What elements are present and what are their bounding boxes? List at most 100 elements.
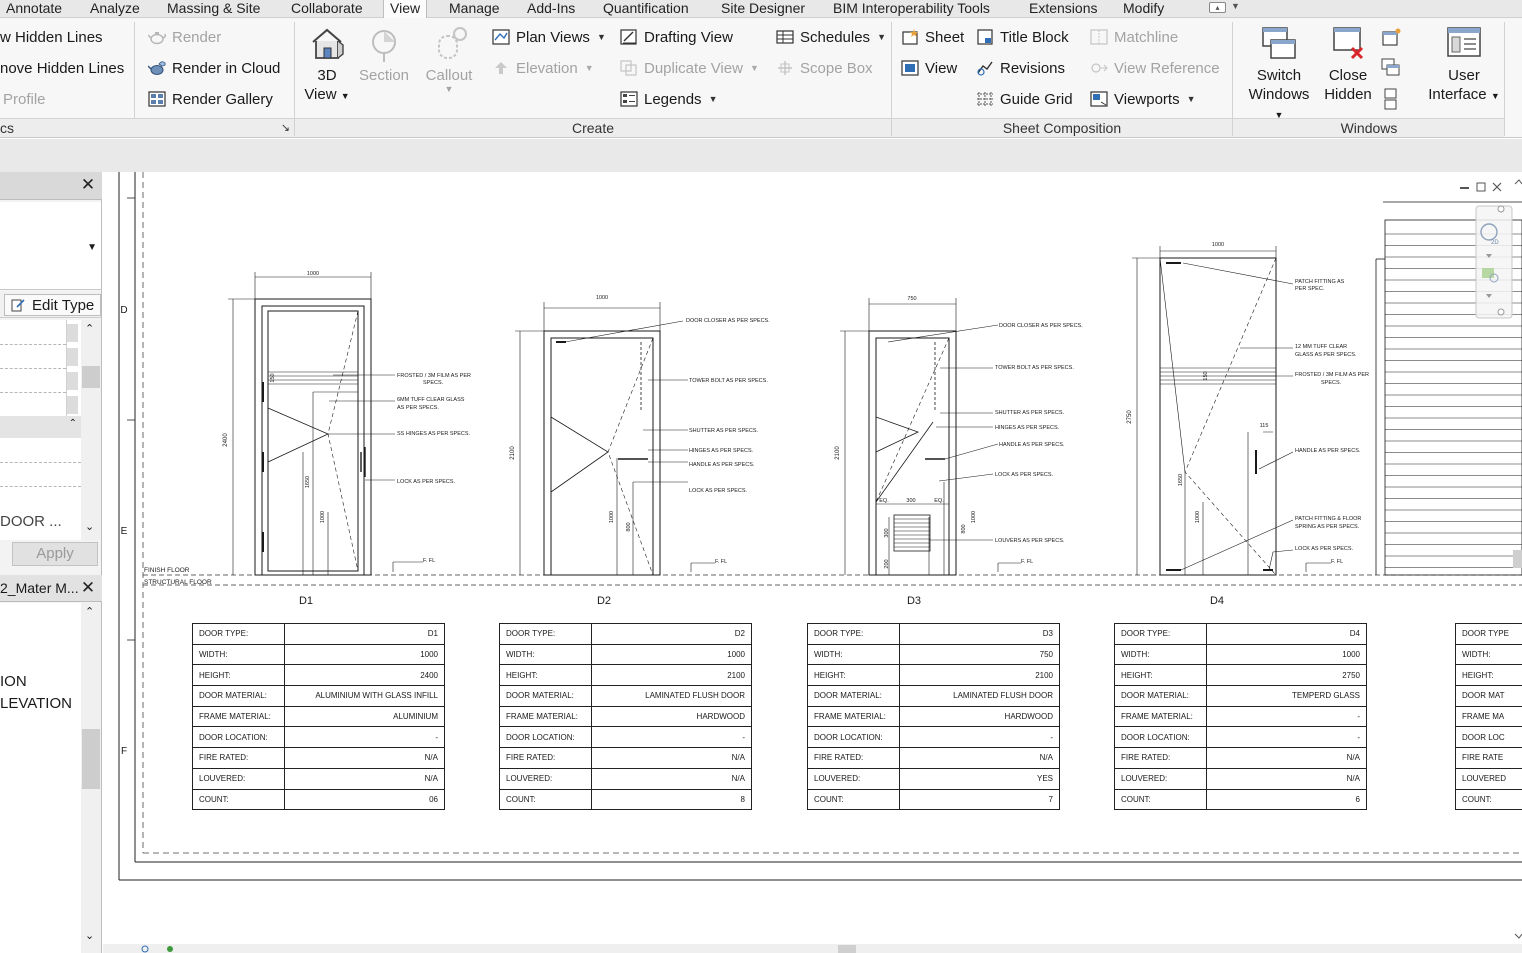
- edit-type-button[interactable]: Edit Type: [4, 294, 101, 316]
- type-selector[interactable]: ▼: [0, 202, 101, 290]
- cascade-windows-button[interactable]: [1381, 58, 1401, 78]
- tab-bim-interoperability[interactable]: BIM Interoperability Tools: [833, 0, 990, 16]
- tab-annotate[interactable]: Annotate: [6, 0, 63, 16]
- spec-row: DOOR MATERIAL:ALUMINIUM WITH GLASS INFIL…: [192, 685, 445, 707]
- scroll-thumb[interactable]: [82, 729, 100, 789]
- collapse-icon: ⌃: [68, 418, 77, 429]
- panel-separator: [891, 22, 892, 136]
- spec-row: FIRE RATE: [1455, 747, 1522, 769]
- render-panel-launcher[interactable]: ↘: [134, 118, 294, 137]
- ribbon-minimize-toggle[interactable]: ▴ ▼: [1209, 1, 1241, 15]
- chevron-down-icon: ▼: [1490, 91, 1500, 101]
- spec-value: N/A: [284, 747, 445, 769]
- tab-massing-site[interactable]: Massing & Site: [167, 0, 261, 16]
- graphics-panel-label: cs: [0, 118, 134, 137]
- tile-windows-button[interactable]: [1381, 88, 1401, 110]
- scroll-down-icon: ⌄: [85, 930, 95, 942]
- profile-button[interactable]: Profile: [3, 88, 46, 110]
- browser-scrollbar[interactable]: ⌃ ⌄: [81, 603, 101, 953]
- render-in-cloud-button[interactable]: Render in Cloud: [147, 57, 280, 79]
- guide-grid-button[interactable]: Guide Grid: [976, 88, 1073, 110]
- spec-row: WIDTH:: [1455, 643, 1522, 666]
- tab-analyze[interactable]: Analyze: [90, 0, 140, 16]
- d4-dim-d: 115: [1260, 423, 1269, 429]
- tab-view[interactable]: View: [383, 0, 428, 19]
- view-reference-label: View Reference: [1114, 59, 1220, 77]
- sheet-label: Sheet: [925, 28, 965, 46]
- d4-note-frosted-2: SPECS.: [1321, 380, 1342, 386]
- close-hidden-button[interactable]: Close Hidden: [1318, 24, 1378, 104]
- drawing-canvas[interactable]: D E F FINISH FLOOR STRUCTURAL FLOOR: [103, 172, 1522, 953]
- render-button[interactable]: Render: [147, 26, 221, 48]
- tab-manage[interactable]: Manage: [449, 0, 500, 16]
- spec-key: FIRE RATED:: [499, 747, 592, 769]
- edit-type-row: Edit Type: [0, 292, 101, 318]
- section-button[interactable]: Section: [356, 24, 412, 85]
- 3d-view-button[interactable]: 3D View ▼: [304, 24, 350, 106]
- schedules-label: Schedules: [800, 28, 871, 46]
- project-browser-tree: ION LEVATION: [0, 603, 81, 953]
- callout-button[interactable]: Callout ▼: [418, 24, 480, 94]
- spec-key: LOUVERED:: [192, 767, 285, 790]
- spec-key: FRAME MATERIAL:: [192, 705, 285, 728]
- project-browser-titlebar: 2_Mater M... ✕: [0, 575, 102, 602]
- sheet-button[interactable]: Sheet: [901, 26, 964, 48]
- browser-item-elevation[interactable]: ION: [0, 673, 27, 690]
- view-window-controls: [1460, 182, 1502, 192]
- drafting-view-button[interactable]: Drafting View: [620, 26, 733, 48]
- apply-label: Apply: [36, 545, 74, 562]
- tab-collaborate[interactable]: Collaborate: [291, 0, 363, 16]
- title-block-button[interactable]: Title Block: [976, 26, 1069, 48]
- spec-row: DOOR MAT: [1455, 685, 1522, 707]
- grid-label-e: E: [121, 526, 128, 537]
- property-scrollbar[interactable]: ⌃ ⌄: [81, 320, 101, 540]
- viewports-button[interactable]: Viewports▼: [1090, 88, 1196, 110]
- tab-extensions[interactable]: Extensions: [1029, 0, 1098, 16]
- d2-note-towerbolt: TOWER BOLT AS PER SPECS.: [689, 378, 768, 384]
- d4-note-glass-2: GLASS AS PER SPECS.: [1295, 352, 1357, 358]
- matchline-button[interactable]: Matchline: [1090, 26, 1178, 48]
- user-interface-button[interactable]: User Interface ▼: [1426, 24, 1502, 106]
- tab-modify[interactable]: Modify: [1123, 0, 1165, 16]
- plan-views-button[interactable]: Plan Views▼: [492, 26, 606, 48]
- property-door-value[interactable]: DOOR ...: [0, 513, 62, 530]
- spec-value: 750: [899, 643, 1060, 666]
- windows-panel-title: Windows: [1340, 120, 1398, 136]
- properties-panel: ✕ ▼ Edit Type ⌃ DOOR ... ⌃: [0, 172, 102, 953]
- apply-button[interactable]: Apply: [12, 542, 98, 566]
- close-icon[interactable]: ✕: [80, 578, 96, 597]
- view-reference-button[interactable]: View Reference: [1090, 57, 1220, 79]
- door-label-d3: D3: [906, 595, 922, 607]
- d3-ffl: F. FL: [1021, 559, 1033, 565]
- spec-value: -: [591, 726, 752, 749]
- d3-dim-d: 200: [884, 559, 890, 568]
- elevation-button[interactable]: Elevation▼: [492, 57, 594, 79]
- replicate-window-button[interactable]: [1381, 28, 1401, 48]
- tab-add-ins[interactable]: Add-Ins: [527, 0, 576, 16]
- legends-button[interactable]: Legends▼: [620, 88, 717, 110]
- create-panel-title: Create: [571, 120, 615, 136]
- browser-item-elevation-2[interactable]: LEVATION: [0, 695, 72, 712]
- hidden-lines-button[interactable]: w Hidden Lines: [0, 26, 103, 48]
- close-hidden-icon: [1328, 24, 1368, 64]
- close-icon[interactable]: ✕: [80, 175, 96, 194]
- tab-quantification[interactable]: Quantification: [603, 0, 689, 16]
- revisions-button[interactable]: Revisions: [976, 57, 1065, 79]
- duplicate-view-button[interactable]: Duplicate View▼: [620, 57, 759, 79]
- spec-key: DOOR TYPE:: [192, 623, 285, 645]
- schedules-button[interactable]: Schedules▼: [776, 26, 886, 48]
- place-view-button[interactable]: View: [901, 57, 957, 79]
- scope-box-button[interactable]: Scope Box: [776, 57, 873, 79]
- property-group-header[interactable]: ⌃: [0, 416, 81, 438]
- switch-windows-button[interactable]: Switch Windows ▼: [1244, 24, 1314, 125]
- spec-key: FIRE RATED:: [192, 747, 285, 769]
- render-gallery-button[interactable]: Render Gallery: [148, 88, 273, 110]
- remove-hidden-lines-button[interactable]: nove Hidden Lines: [0, 57, 124, 79]
- structural-floor-label: STRUCTURAL FLOOR: [144, 579, 212, 586]
- spec-row: DOOR TYPE:D3: [807, 623, 1060, 645]
- tab-site-designer[interactable]: Site Designer: [721, 0, 806, 16]
- scroll-thumb[interactable]: [82, 366, 100, 388]
- view-reference-icon: [1090, 60, 1108, 76]
- spec-key: WIDTH:: [192, 643, 285, 666]
